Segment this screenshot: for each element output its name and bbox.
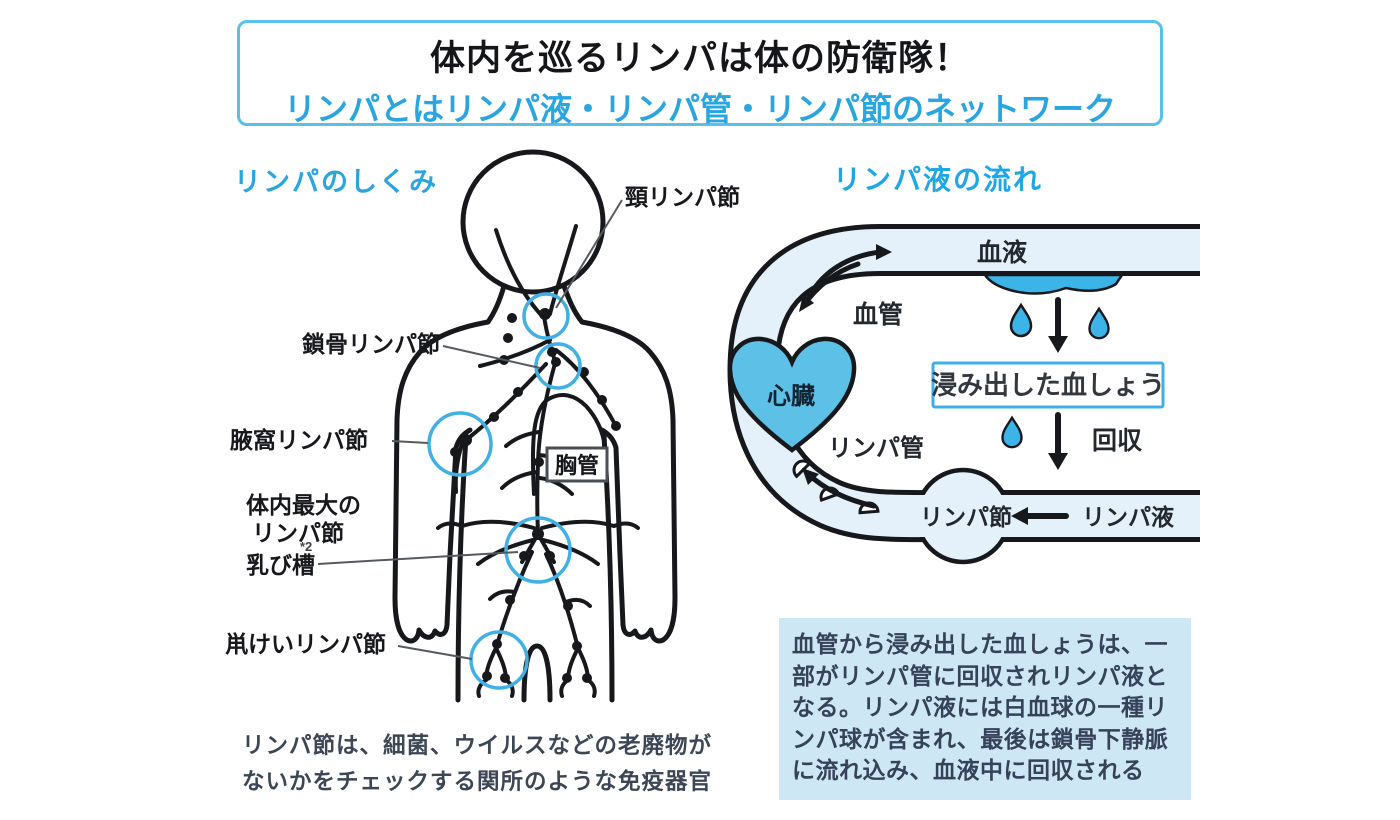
largest-node-label-line1: 体内最大の bbox=[246, 492, 361, 518]
info-line: 部がリンパ管に回収されリンパ液と bbox=[792, 662, 1168, 689]
heart-label: 心臓 bbox=[767, 383, 815, 410]
lymph-flow-diagram: 浸み出した血しょう 血液 血管 心臓 リンパ管 回収 リンパ節 リンパ液 bbox=[727, 224, 1200, 565]
lymph-node-label: リンパ節 bbox=[920, 504, 1012, 530]
collection-label: 回収 bbox=[1092, 427, 1143, 455]
thoracic-duct-box bbox=[545, 446, 609, 483]
clavicle-node-label: 鎖骨リンパ節 bbox=[302, 331, 440, 357]
cisterna-footnote-mark: *2 bbox=[300, 539, 312, 554]
info-box: 血管から浸み出した血しょうは、一 部がリンパ管に回収されリンパ液と なる。リンパ… bbox=[779, 618, 1191, 800]
info-line: 血管から浸み出した血しょうは、一 bbox=[792, 631, 1168, 657]
leader-lines bbox=[317, 199, 623, 660]
plasma-box bbox=[931, 361, 1165, 409]
largest-node-label-line2: リンパ節 bbox=[252, 520, 344, 546]
lymph-vessel-label: リンパ管 bbox=[828, 434, 924, 462]
title-line1: 体内を巡るリンパは体の防衛隊！ bbox=[429, 39, 970, 78]
lymph-fluid-label: リンパ液 bbox=[1082, 504, 1174, 530]
body-anatomy-diagram: 胸管 頸リンパ節 鎖骨リンパ節 腋窩リンパ節 体内最大の リンパ節 乳び槽 *2… bbox=[225, 149, 740, 703]
info-line: ンパ球が含まれ、最後は鎖骨下静脈 bbox=[792, 725, 1169, 752]
neck-node-circle bbox=[522, 292, 570, 340]
inguinal-node-label: 鼡けいリンパ節 bbox=[225, 631, 386, 657]
blood-vessel-label: 血管 bbox=[853, 300, 903, 329]
blood-label: 血液 bbox=[977, 238, 1027, 267]
title-box: 体内を巡るリンパは体の防衛隊！ リンパとはリンパ液・リンパ管・リンパ節のネットワ… bbox=[237, 20, 1163, 127]
clavicle-node-circle bbox=[534, 342, 582, 390]
anatomy-heading: リンパのしくみ bbox=[234, 167, 439, 197]
lymph-node-dots bbox=[450, 308, 621, 683]
head-outline bbox=[460, 149, 606, 295]
cisterna-node-circle bbox=[504, 516, 572, 584]
highlight-circles bbox=[427, 292, 582, 690]
anatomy-caption-line1: リンパ節は、細菌、ウイルスなどの老廃物が bbox=[242, 733, 713, 758]
left-arm-outline bbox=[392, 319, 491, 644]
anatomy-caption-line2: ないかをチェックする関所のような免疫器官 bbox=[242, 769, 713, 794]
title-line2: リンパとはリンパ液・リンパ管・リンパ節のネットワーク bbox=[283, 91, 1116, 127]
info-line: なる。リンパ液には白血球の一種リ bbox=[792, 694, 1168, 720]
axillary-node-circle bbox=[427, 411, 493, 477]
left-torso-edge bbox=[455, 433, 469, 703]
cisterna-label: 乳び槽 bbox=[246, 552, 315, 578]
plasma-box-label: 浸み出した血しょう bbox=[931, 370, 1165, 400]
info-line: に流れ込み、血液中に回収される bbox=[792, 757, 1145, 783]
anatomy-caption: リンパ節は、細菌、ウイルスなどの老廃物が ないかをチェックする関所のような免疫器… bbox=[242, 728, 772, 800]
plasma-pool bbox=[982, 273, 1125, 295]
axillary-node-label: 腋窩リンパ節 bbox=[229, 427, 368, 453]
body-outline bbox=[392, 149, 678, 703]
heart-shape bbox=[727, 336, 857, 453]
plasma-droplets bbox=[1001, 302, 1110, 449]
inguinal-node-circle bbox=[469, 630, 529, 690]
thoracic-duct-label: 胸管 bbox=[555, 453, 599, 478]
neck-node-label: 頸リンパ節 bbox=[625, 184, 740, 210]
arrow-heads bbox=[799, 244, 1068, 525]
flow-heading: リンパ液の流れ bbox=[833, 164, 1044, 195]
right-arm-outline bbox=[579, 319, 678, 644]
